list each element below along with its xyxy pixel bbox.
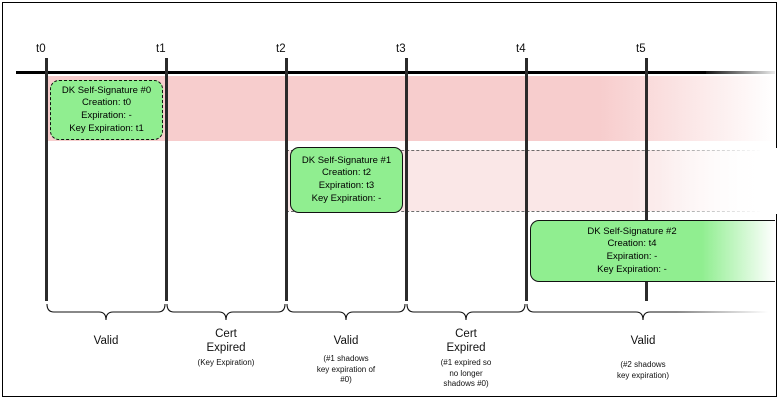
signature-1-expiration: Expiration: t3 [318,180,375,191]
brace-segment-t4-t5 [526,303,775,321]
segment-note-t3-t4: (#1 expired so no longer shadows #0) [440,358,492,388]
segment-label-t2-t3: Valid [333,335,359,347]
validity-band-signature-0 [46,76,775,141]
tick-label-t2: t2 [276,43,286,55]
timeline-axis [16,71,706,74]
signature-box-2[interactable]: DK Self-Signature #2 Creation: t4 Expira… [530,220,775,282]
segment-label-t0-t1: Valid [93,335,119,347]
segment-label-t3-t4: Cert Expired [446,328,486,354]
validity-band-signature-1-bottom-edge [286,211,775,212]
tick-label-t4: t4 [516,43,526,55]
tick-line-t4 [525,58,528,301]
signature-1-key-expiration: Key Expiration: - [311,192,382,204]
tick-label-t3: t3 [396,43,406,55]
segment-note-t4-t5: (#2 shadows key expiration) [616,360,670,380]
signature-2-creation: Creation: t4 [607,238,657,250]
signature-0-expiration: Expiration: - [81,110,132,121]
tick-label-t0: t0 [36,43,46,55]
tick-line-t5 [645,58,648,301]
brace-segment-t0-t1 [46,303,166,321]
tick-line-t1 [165,58,168,301]
signature-2-name: DK Self-Signature #2 [587,225,677,237]
timeline-axis-fade [700,71,775,74]
signature-2-expiration: Expiration: - [606,251,658,262]
tick-line-t2 [285,58,288,301]
signature-0-name: DK Self-Signature #0 [61,84,152,96]
tick-label-t5: t5 [636,43,646,55]
tick-label-t1: t1 [156,43,166,55]
signature-0-creation: Creation: t0 [81,97,132,109]
segment-note-t1-t2: (Key Expiration) [197,358,255,367]
brace-segment-t3-t4 [406,303,526,321]
segment-label-t1-t2: Cert Expired [206,328,246,354]
signature-box-1[interactable]: DK Self-Signature #1 Creation: t2 Expira… [290,147,403,213]
validity-band-signature-1-top-edge [286,150,775,151]
tick-line-t0 [45,58,48,301]
tick-line-t3 [405,58,408,301]
signature-1-name: DK Self-Signature #1 [301,154,392,166]
segment-label-t4-t5: Valid [630,335,656,347]
segment-note-t2-t3: (#1 shadows key expiration of #0) [316,354,376,384]
brace-segment-t1-t2 [166,303,286,321]
signature-0-key-expiration: Key Expiration: t1 [69,122,144,134]
brace-segment-t2-t3 [286,303,406,321]
signature-box-0[interactable]: DK Self-Signature #0 Creation: t0 Expira… [50,80,163,140]
signature-1-creation: Creation: t2 [321,167,372,179]
signature-2-key-expiration: Key Expiration: - [597,263,667,275]
